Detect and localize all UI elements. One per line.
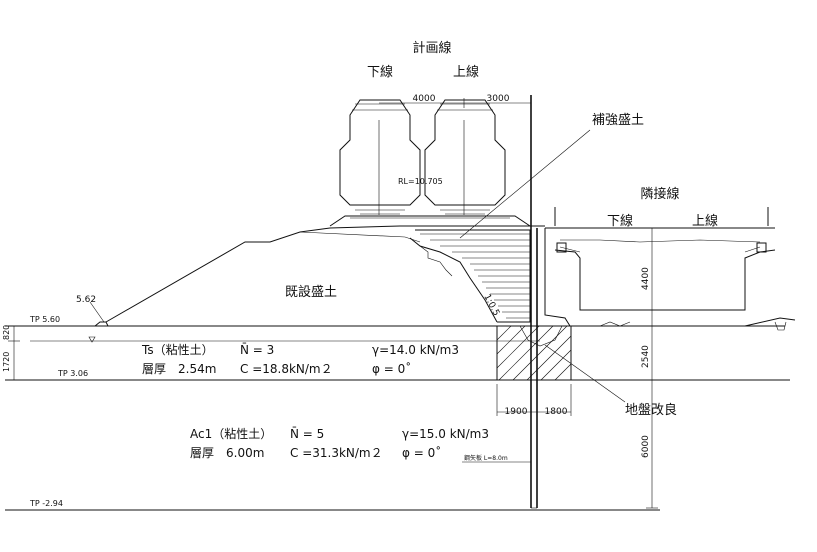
adjacent-structure — [544, 207, 796, 331]
right-dims — [646, 227, 658, 509]
top-dims — [379, 98, 531, 108]
dim-820: 820 — [2, 325, 11, 340]
ac1-name: Ac1（粘性土） — [190, 426, 272, 441]
dim-4000: 4000 — [413, 94, 436, 104]
rail-level: RL=10.705 — [398, 177, 443, 186]
dim-6000: 6000 — [641, 435, 651, 458]
ditch — [94, 321, 109, 327]
dim-1900: 1900 — [505, 407, 528, 417]
ts-name: Ts（粘性土） — [141, 342, 214, 357]
ac1-c: C =31.3kN/m２ — [290, 446, 383, 460]
ground-improvement-block — [496, 325, 572, 381]
dim-2540: 2540 — [641, 345, 651, 368]
ac1-n: N̄ = 5 — [290, 427, 324, 441]
tp306-label: TP 3.06 — [57, 369, 88, 378]
leader-reinforced — [459, 129, 591, 239]
slope-label: 1:0.5 — [481, 293, 501, 318]
leader-improvement — [544, 344, 626, 403]
plan-up-track: 上線 — [453, 64, 479, 80]
leader-562 — [89, 301, 105, 323]
pile-label: 鋼矢板 L=8.0m — [464, 454, 508, 462]
ts-phi: φ = 0˚ — [372, 361, 411, 376]
ac1-gamma: γ=15.0 kN/m3 — [402, 427, 489, 441]
existing-crown — [299, 231, 421, 243]
ts-gamma: γ=14.0 kN/m3 — [372, 343, 459, 357]
sheet-pile — [530, 95, 538, 509]
tp560-label: TP 5.60 — [29, 315, 60, 324]
left-dims — [8, 325, 20, 381]
plan-title: 計画線 — [412, 40, 451, 56]
reinforced-fill-label: 補強盛土 — [592, 113, 644, 128]
ground-improvement-label: 地盤改良 — [625, 402, 677, 418]
train-car-up — [424, 99, 506, 215]
track-bed — [329, 213, 531, 227]
ts-n: N̄ = 3 — [240, 343, 274, 357]
dim-4400: 4400 — [641, 267, 651, 290]
ac1-thickness: 層厚 6.00m — [190, 446, 264, 460]
plan-down-track: 下線 — [367, 64, 393, 80]
existing-embankment — [105, 225, 545, 323]
water-mark — [88, 336, 96, 343]
adjacent-down-track: 下線 — [607, 213, 633, 229]
adjacent-up-track: 上線 — [692, 213, 718, 229]
bottom-dims — [496, 384, 572, 416]
train-car-down — [339, 99, 421, 215]
tp294-label: TP -2.94 — [29, 499, 63, 508]
ts-thickness: 層厚 2.54m — [142, 362, 216, 376]
existing-fill-label: 既設盛土 — [285, 284, 337, 300]
dim-1720: 1720 — [2, 352, 11, 372]
height-562: 5.62 — [76, 295, 96, 305]
reinforced-fill-hatch — [415, 229, 531, 323]
ts-c: C =18.8kN/m２ — [240, 362, 333, 376]
dim-1800: 1800 — [545, 407, 568, 417]
adjacent-title: 隣接線 — [640, 186, 679, 202]
ac1-phi: φ = 0˚ — [402, 445, 441, 460]
dim-3000: 3000 — [487, 94, 510, 104]
